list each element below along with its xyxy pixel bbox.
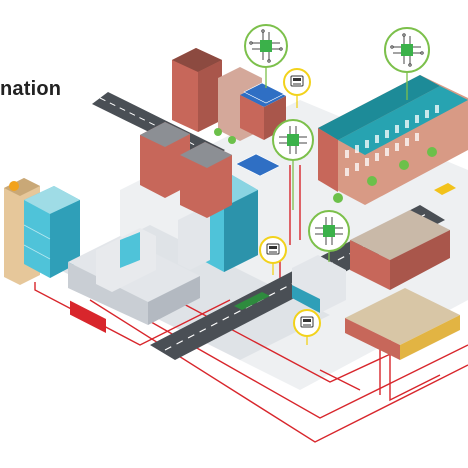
icon-connectors [265,68,408,262]
microchip-circuit-icon [384,27,430,73]
teal-roof-building [318,75,468,205]
brick-townhouses [140,48,286,218]
smart-meter-icon [293,309,321,337]
microchip-circuit-icon [272,119,314,161]
meter-connectors [272,96,308,345]
smart-meter-icon [259,236,287,264]
glass-tower-left [23,186,80,278]
microchip-circuit-icon [308,210,350,252]
shops-lower-right [292,210,460,360]
heading-text-fragment: nation [0,78,62,100]
vehicles [234,183,456,310]
microchip-circuit-icon [244,24,288,68]
smart-meter-icon [283,68,311,96]
shopping-mall [68,228,200,334]
street-trees [214,128,437,203]
